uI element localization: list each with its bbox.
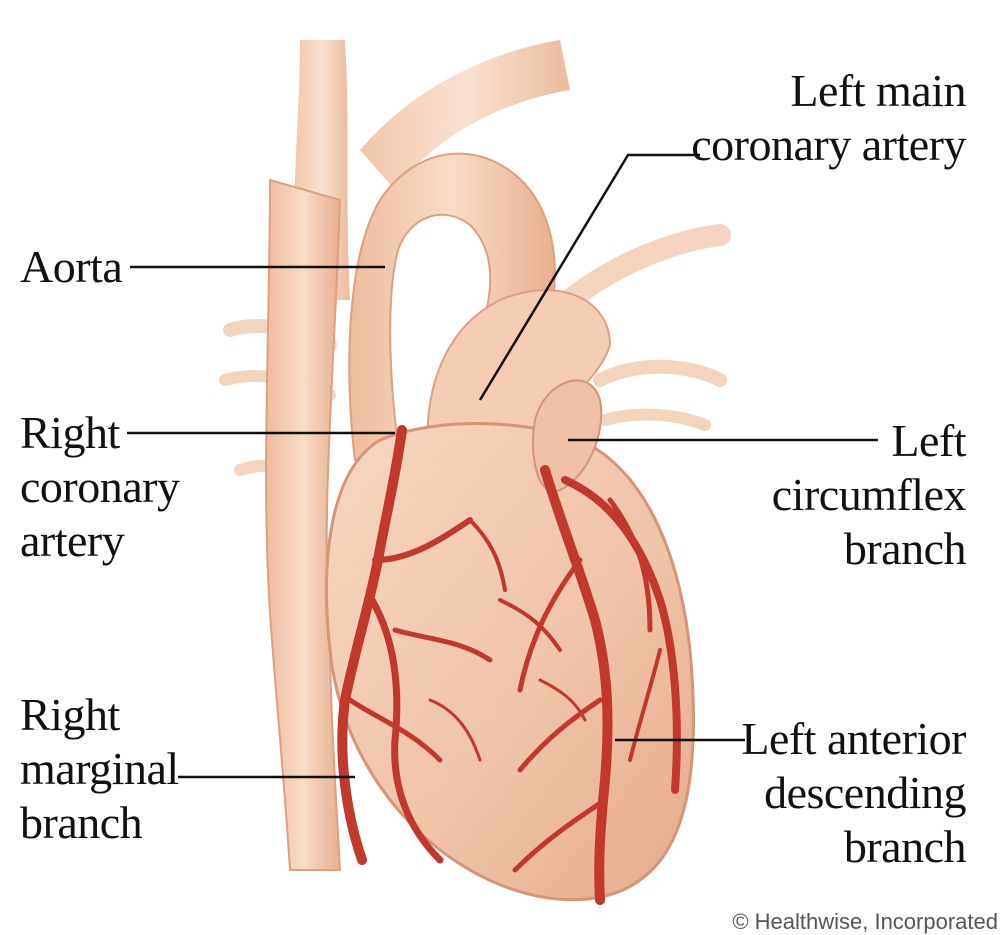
copyright-credit: © Healthwise, Incorporated	[732, 909, 998, 935]
label-line: coronary artery	[691, 118, 966, 172]
label-right-marginal-branch: Right marginal branch	[20, 688, 179, 850]
label-line: Left	[772, 414, 966, 468]
label-line: marginal	[20, 742, 179, 796]
vena-cava	[266, 180, 340, 870]
label-line: artery	[20, 514, 179, 568]
label-right-coronary-artery: Right coronary artery	[20, 406, 179, 568]
label-line: branch	[20, 796, 179, 850]
label-line: Left anterior	[741, 712, 966, 766]
label-line: Aorta	[20, 240, 122, 294]
label-line: coronary	[20, 460, 179, 514]
label-left-main-coronary-artery: Left main coronary artery	[691, 64, 966, 172]
label-left-circumflex-branch: Left circumflex branch	[772, 414, 966, 576]
label-line: circumflex	[772, 468, 966, 522]
label-line: Right	[20, 688, 179, 742]
label-line: descending	[741, 766, 966, 820]
heart-body	[327, 424, 694, 900]
label-line: Left main	[691, 64, 966, 118]
label-aorta: Aorta	[20, 240, 122, 294]
label-left-anterior-descending-branch: Left anterior descending branch	[741, 712, 966, 874]
label-line: Right	[20, 406, 179, 460]
label-line: branch	[772, 522, 966, 576]
label-line: branch	[741, 820, 966, 874]
